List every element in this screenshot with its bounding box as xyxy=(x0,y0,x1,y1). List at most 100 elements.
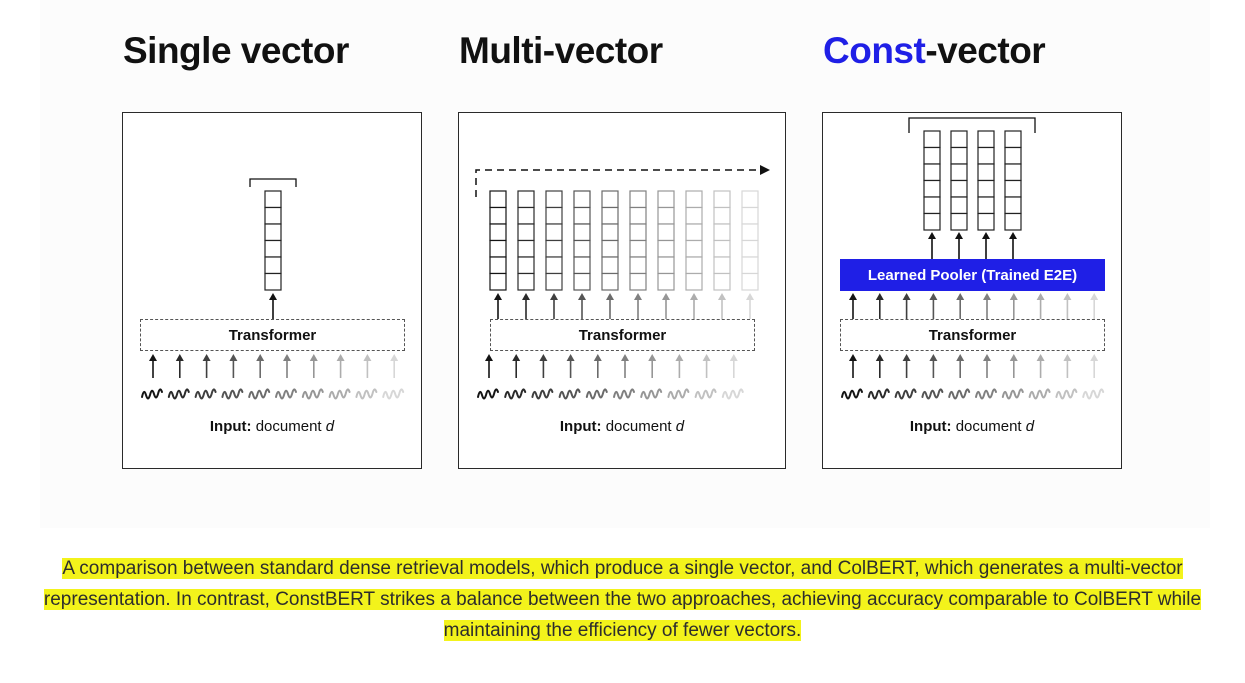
vector-cell xyxy=(629,190,647,209)
input-token xyxy=(275,388,297,400)
input-arrow-head xyxy=(149,354,157,361)
vector-cell xyxy=(741,272,759,291)
const-output-arrow-head xyxy=(928,232,936,239)
pooler-input-arrow-head xyxy=(1090,293,1099,300)
vector-cell xyxy=(517,206,535,225)
input-arrow-head xyxy=(1063,354,1072,361)
multi-output-arrow-head xyxy=(550,293,558,300)
vector-cell xyxy=(741,206,759,225)
input-label: Input: document d xyxy=(123,418,421,435)
caption-text: A comparison between standard dense retr… xyxy=(43,558,1202,641)
vector-cell xyxy=(923,146,941,165)
transformer-box: Transformer xyxy=(490,319,755,351)
vector-cell xyxy=(923,163,941,182)
vector-cell xyxy=(573,206,591,225)
pooler-input-arrow-head xyxy=(1009,293,1018,300)
multi-vector xyxy=(657,190,675,291)
multi-vector xyxy=(601,190,619,291)
multi-output-arrow-head xyxy=(606,293,614,300)
multi-vector xyxy=(489,190,507,291)
const-output-arrow-head xyxy=(1009,232,1017,239)
vector-cell xyxy=(950,212,968,231)
vector-cell xyxy=(573,223,591,242)
vector-cell xyxy=(713,239,731,258)
vector-cell xyxy=(950,196,968,215)
vector-cell xyxy=(489,256,507,275)
input-arrow-head xyxy=(675,354,684,361)
input-token xyxy=(248,388,271,400)
vector-cell xyxy=(545,256,563,275)
transformer-box: Transformer xyxy=(840,319,1105,351)
panel-const-vector: Learned Pooler (Trained E2E) Transformer… xyxy=(822,112,1122,469)
vector-cell xyxy=(489,223,507,242)
input-token xyxy=(667,388,690,400)
vector-cell xyxy=(489,239,507,258)
input-arrow-head xyxy=(539,354,548,361)
vector-cell xyxy=(741,239,759,258)
vector-cell xyxy=(657,223,675,242)
multi-vector xyxy=(545,190,563,291)
input-label-var: d xyxy=(675,418,685,435)
vector-cell xyxy=(601,256,619,275)
input-arrow-head xyxy=(336,354,345,361)
input-arrow-head xyxy=(309,354,318,361)
input-label-text: document xyxy=(255,418,322,435)
pooler-input-arrow-head xyxy=(983,293,991,300)
input-arrow-head xyxy=(902,354,911,361)
const-output-arrow-head xyxy=(955,232,963,239)
input-label-bold: Input: xyxy=(559,418,602,435)
input-token xyxy=(477,388,499,400)
vector-cell xyxy=(601,223,619,242)
const-vector-diagram xyxy=(841,117,1105,400)
vector-cell xyxy=(545,272,563,291)
vector-cell xyxy=(657,239,675,258)
input-token xyxy=(558,388,581,400)
vector-cell xyxy=(713,223,731,242)
vector-cell xyxy=(1004,163,1022,182)
vector-cell xyxy=(264,239,282,258)
vector-cell xyxy=(713,272,731,291)
input-token xyxy=(1082,388,1105,400)
multi-output-arrow-head xyxy=(494,293,502,300)
vector-cell xyxy=(950,179,968,198)
vector-cell xyxy=(264,272,282,291)
transformer-box: Transformer xyxy=(140,319,405,351)
input-token xyxy=(613,388,635,400)
vector-cell xyxy=(601,190,619,209)
vector-cell xyxy=(657,190,675,209)
input-arrow-head xyxy=(875,354,884,361)
single-vector xyxy=(264,190,282,291)
input-arrow-head xyxy=(256,354,265,361)
vector-cell xyxy=(601,206,619,225)
input-arrow-head xyxy=(956,354,965,361)
vector-cell xyxy=(1004,179,1022,198)
input-arrow-head xyxy=(1090,354,1099,361)
vector-cell xyxy=(685,223,703,242)
input-arrow-head xyxy=(202,354,211,361)
input-label: Input: document d xyxy=(823,418,1121,435)
input-token xyxy=(894,388,917,400)
input-token xyxy=(975,388,997,400)
input-token xyxy=(328,388,351,400)
panel-multi-vector: Transformer Input: document d xyxy=(458,112,786,469)
multi-vector xyxy=(685,190,703,291)
input-arrow-head xyxy=(729,354,738,361)
single-vector-diagram xyxy=(141,178,405,400)
vector-cell xyxy=(629,256,647,275)
vector-cell xyxy=(629,239,647,258)
vector-cell xyxy=(741,190,759,209)
input-token xyxy=(301,388,324,400)
vector-cell xyxy=(1004,130,1022,149)
input-token xyxy=(867,388,890,400)
input-token xyxy=(382,388,405,400)
heading-single-vector: Single vector xyxy=(123,30,349,71)
vector-cell xyxy=(573,239,591,258)
vector-cell xyxy=(517,256,535,275)
vector-cell xyxy=(629,206,647,225)
multi-vector xyxy=(573,190,591,291)
multi-vector-diagram xyxy=(475,165,770,400)
input-token xyxy=(221,388,244,400)
multi-vector xyxy=(741,190,759,291)
input-arrow-head xyxy=(390,354,399,361)
vector-cell xyxy=(545,206,563,225)
